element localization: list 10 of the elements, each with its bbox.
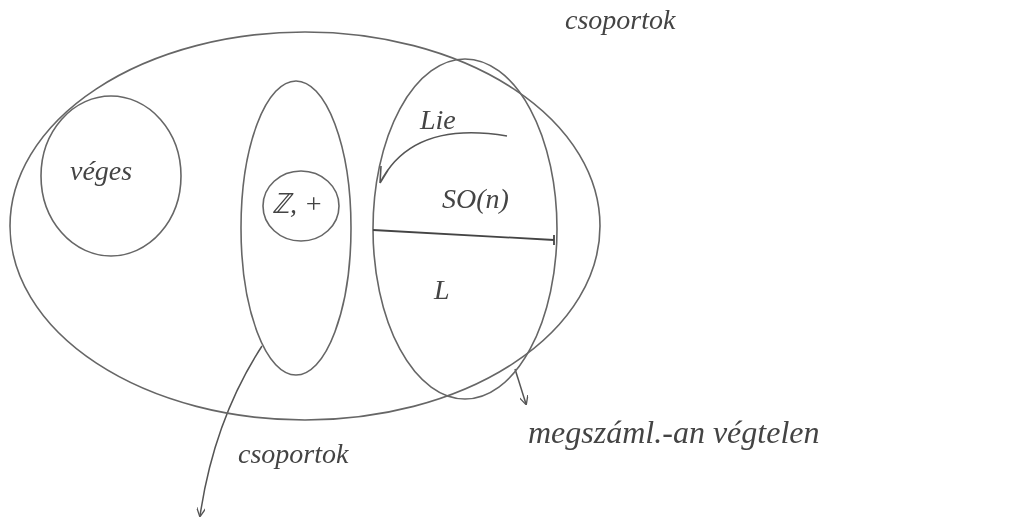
arrow [196, 345, 263, 518]
arrow [514, 368, 529, 406]
set-label: SO(n) [442, 185, 509, 213]
annotation-text: megszáml.-an végtelen [528, 416, 820, 448]
annotation-text: csoportok [238, 440, 349, 468]
set-label: L [434, 276, 450, 304]
set-label: Lie [420, 106, 456, 134]
annotation-text: csoportok [565, 6, 676, 34]
set-label: ℤ, + [272, 190, 323, 218]
set-label: véges [70, 157, 133, 185]
